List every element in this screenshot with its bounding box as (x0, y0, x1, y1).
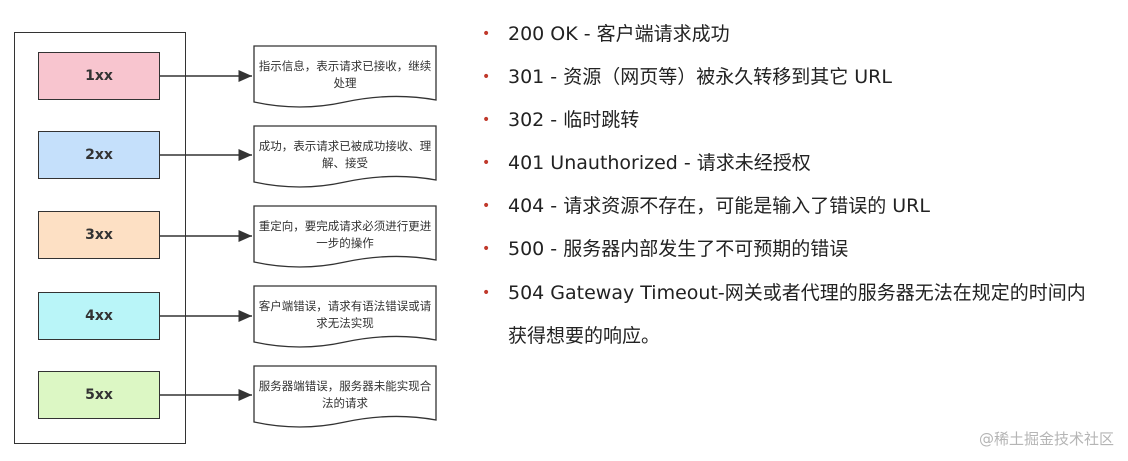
list-item-text: 404 - 请求资源不存在，可能是输入了错误的 URL (508, 195, 930, 217)
code-box-1xx: 1xx (38, 52, 160, 100)
note-shape-5xx (253, 365, 437, 428)
list-item-text: 302 - 临时跳转 (508, 109, 640, 131)
code-box-4xx: 4xx (38, 292, 160, 340)
connector-arrows (160, 70, 252, 401)
code-box-3xx: 3xx (38, 211, 160, 259)
list-item-text: 401 Unauthorized - 请求未经授权 (508, 152, 811, 174)
note-text-2xx: 成功，表示请求已被成功接收、理解、接受 (258, 139, 432, 170)
code-label-1xx: 1xx (85, 68, 113, 84)
list-item-text: 504 Gateway Timeout-网关或者代理的服务器无法在规定的时间内获… (508, 282, 1086, 347)
list-item-text: 301 - 资源（网页等）被永久转移到其它 URL (508, 66, 892, 88)
code-box-2xx: 2xx (38, 131, 160, 179)
note-shape-2xx (253, 125, 437, 188)
note-text-1xx: 指示信息，表示请求已接收，继续处理 (258, 59, 432, 90)
bullet-icon: • (482, 112, 491, 128)
code-group-frame (14, 32, 186, 444)
code-label-3xx: 3xx (85, 227, 113, 243)
list-item: • 404 - 请求资源不存在，可能是输入了错误的 URL (482, 186, 1102, 229)
note-shape-4xx (253, 285, 437, 348)
list-item: • 500 - 服务器内部发生了不可预期的错误 (482, 229, 1102, 272)
note-text-5xx: 服务器端错误，服务器未能实现合法的请求 (258, 379, 432, 410)
list-item: • 200 OK - 客户端请求成功 (482, 14, 1102, 57)
note-text-3xx: 重定向，要完成请求必须进行更进一步的操作 (258, 219, 432, 250)
list-item: • 302 - 临时跳转 (482, 100, 1102, 143)
bullet-icon: • (482, 241, 491, 257)
bullet-icon: • (482, 26, 491, 42)
bullet-icon: • (482, 285, 491, 301)
list-item-text: 500 - 服务器内部发生了不可预期的错误 (508, 238, 849, 260)
note-text-4xx: 客户端错误，请求有语法错误或请求无法实现 (258, 299, 432, 330)
note-shape-1xx (253, 45, 437, 108)
bullet-icon: • (482, 69, 491, 85)
code-label-2xx: 2xx (85, 147, 113, 163)
code-box-5xx: 5xx (38, 371, 160, 419)
note-shape-3xx (253, 205, 437, 268)
bullet-icon: • (482, 198, 491, 214)
status-code-diagram: 1xx 2xx 3xx 4xx 5xx 指示信息，表示请求已接收，继续处理 成功… (0, 0, 460, 461)
list-item-text: 200 OK - 客户端请求成功 (508, 23, 730, 45)
bullet-icon: • (482, 155, 491, 171)
list-item: • 504 Gateway Timeout-网关或者代理的服务器无法在规定的时间内… (482, 272, 1098, 358)
code-label-5xx: 5xx (85, 387, 113, 403)
code-label-4xx: 4xx (85, 308, 113, 324)
list-item: • 401 Unauthorized - 请求未经授权 (482, 143, 1102, 186)
list-item: • 301 - 资源（网页等）被永久转移到其它 URL (482, 57, 1102, 100)
note-shapes (253, 45, 437, 428)
watermark: @稀土掘金技术社区 (978, 430, 1114, 448)
status-code-list: • 200 OK - 客户端请求成功 • 301 - 资源（网页等）被永久转移到其它… (482, 14, 1102, 358)
